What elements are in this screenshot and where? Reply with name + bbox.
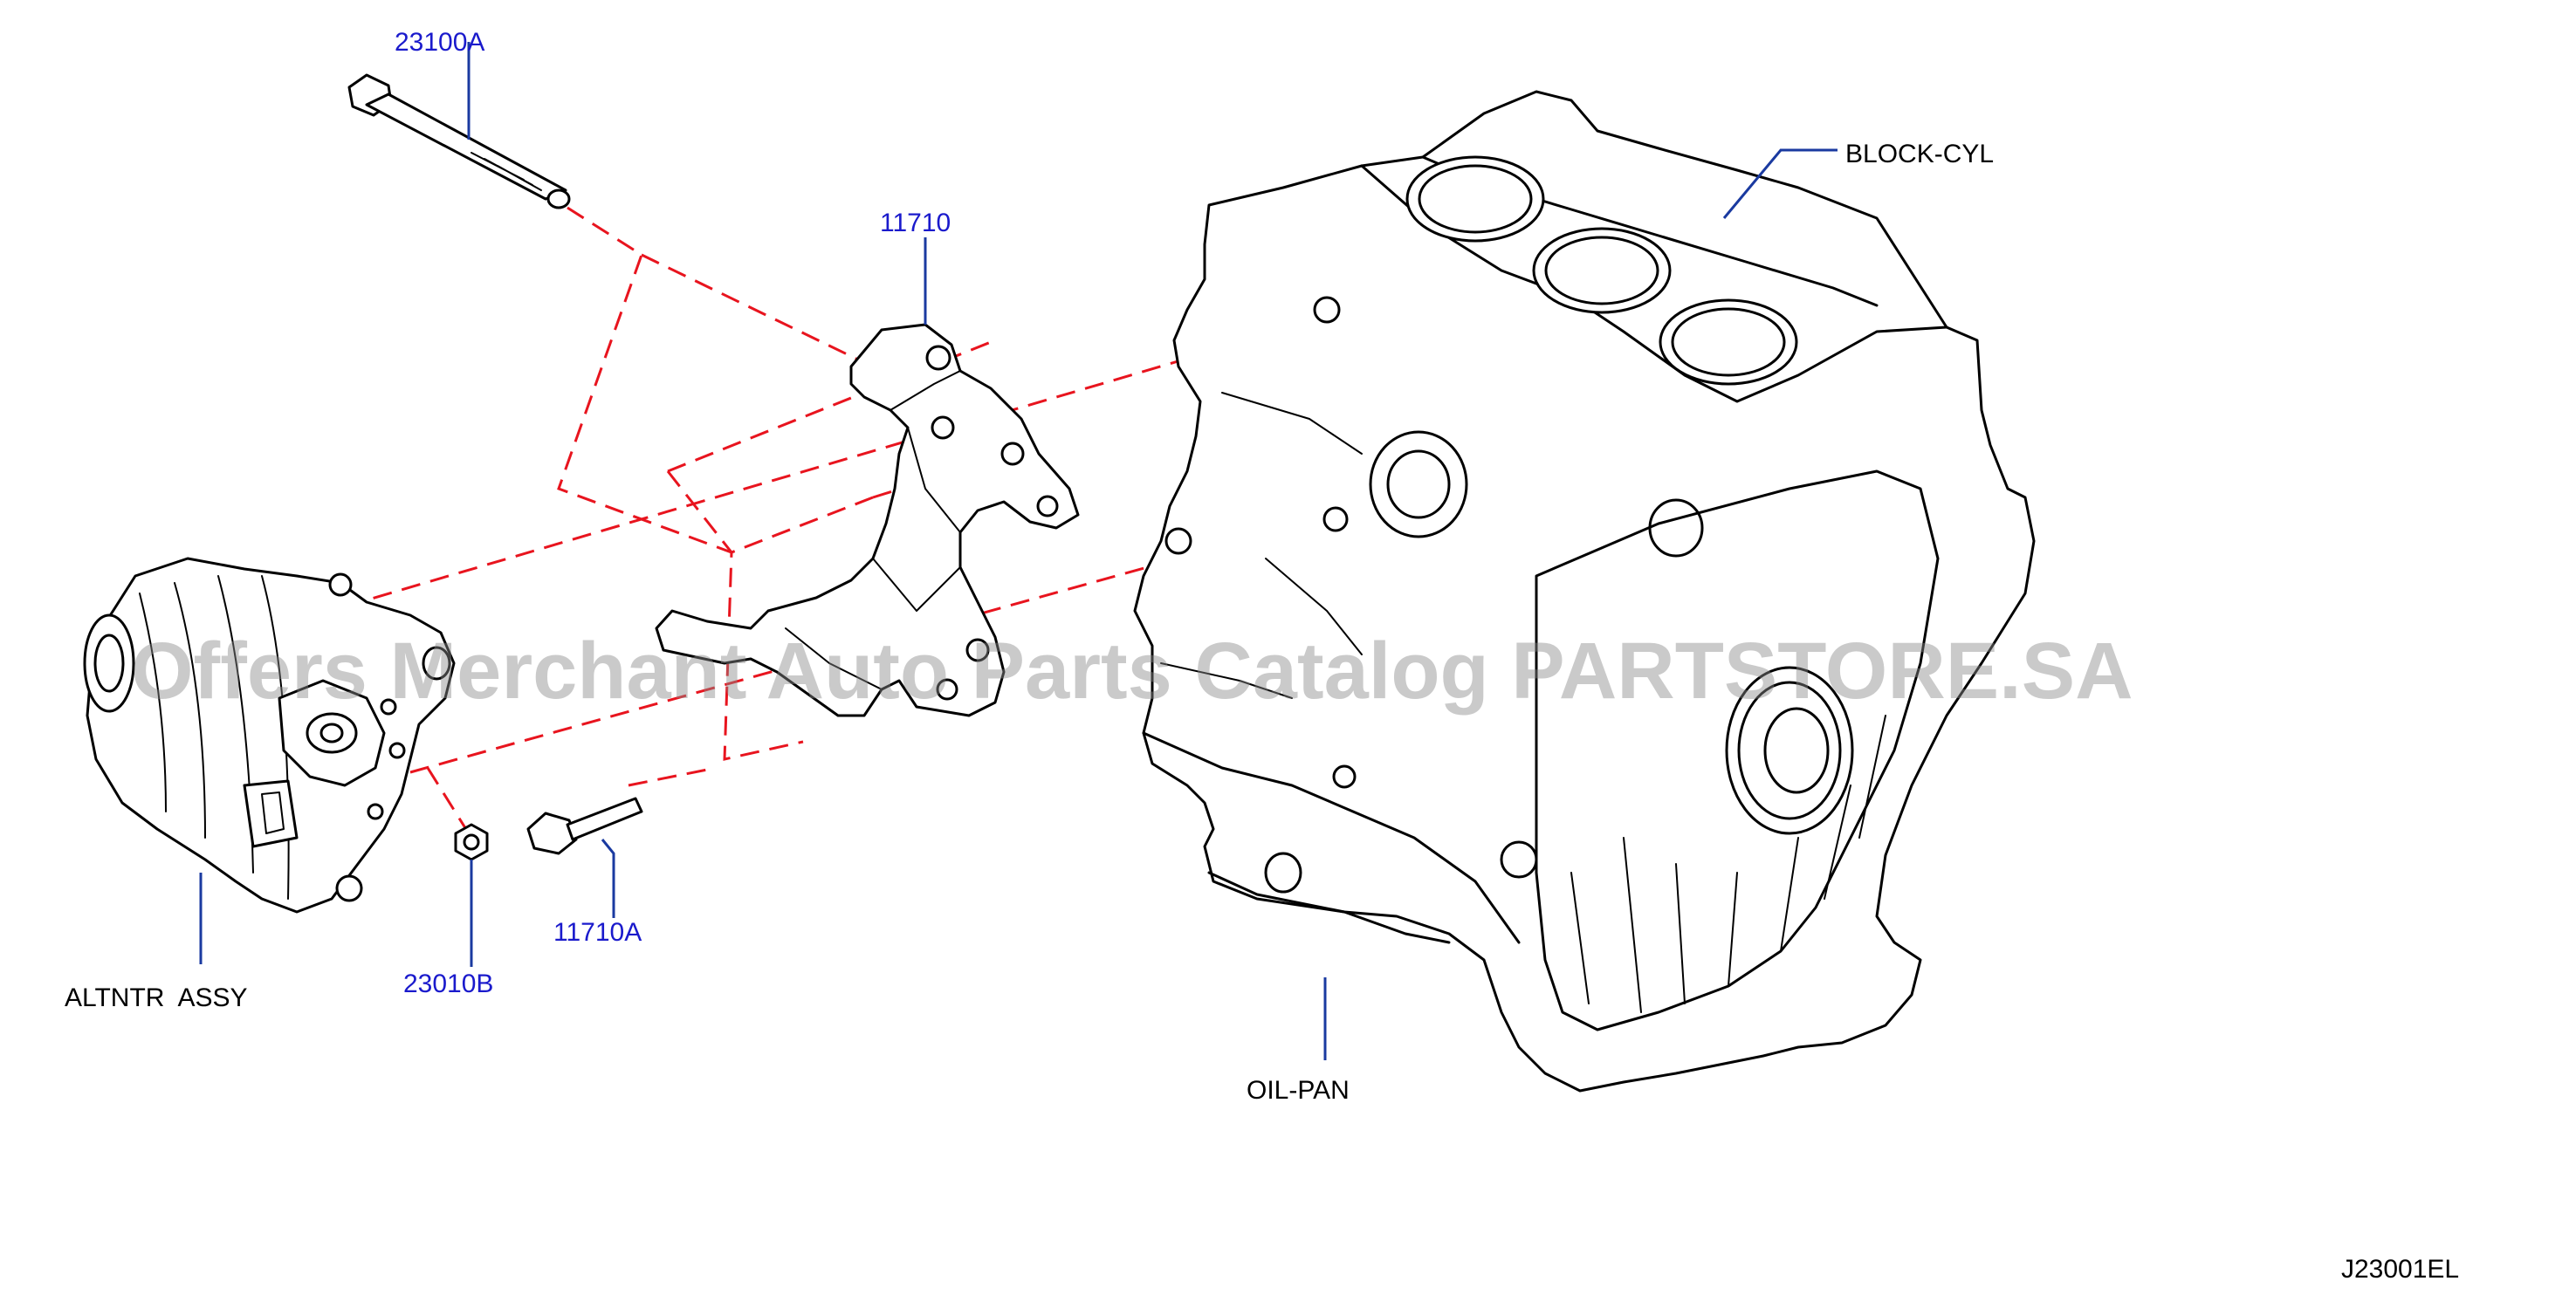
bracket-11710 (655, 323, 1080, 717)
diagram-code: J23001EL (2341, 1255, 2459, 1284)
part-labels: 23100A 11710 BLOCK-CYL ALTNTR ASSY 23010… (65, 28, 2459, 1284)
engine-block (1133, 90, 2036, 1093)
label-bracket-11710: 11710 (880, 209, 951, 237)
label-nut-23010b: 23010B (403, 970, 493, 998)
label-altntr-assy: ALTNTR ASSY (65, 983, 248, 1012)
label-bolt-11710a: 11710A (553, 918, 642, 947)
watermark: Offers Merchant Auto Parts Catalog PARTS… (131, 627, 2133, 716)
alternator-assy (83, 557, 456, 914)
leader-lines (199, 42, 1838, 1060)
nut-23010b (454, 823, 489, 861)
label-block-cyl: BLOCK-CYL (1845, 140, 1994, 168)
label-oil-pan: OIL-PAN (1247, 1076, 1350, 1105)
label-bolt-23100a: 23100A (395, 28, 484, 57)
bolt-23100a (347, 73, 571, 209)
bolt-11710a (526, 797, 643, 855)
